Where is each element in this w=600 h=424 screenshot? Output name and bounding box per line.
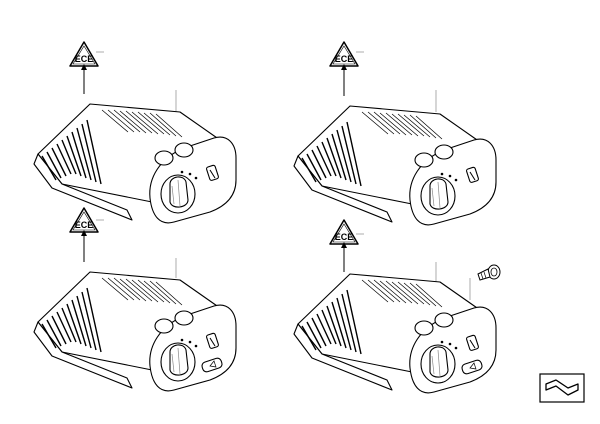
- light-switch: [293, 105, 497, 226]
- light-switch: [33, 103, 237, 224]
- arrow-head: [81, 230, 87, 236]
- arrow-head: [341, 242, 347, 248]
- warning-label: ECE: [75, 54, 94, 64]
- light-switch: [293, 273, 497, 394]
- warning-label: ECE: [335, 54, 354, 64]
- light-switch: [33, 271, 237, 392]
- arrow-head: [81, 64, 87, 70]
- cable-connector-icon: [539, 373, 585, 403]
- warning-triangle-icon: ECE: [69, 41, 99, 67]
- warning-label: ECE: [335, 232, 354, 242]
- push-button: [201, 357, 223, 373]
- push-button: [461, 359, 483, 375]
- warning-triangle-icon: ECE: [329, 219, 359, 245]
- screw-icon: [477, 264, 501, 281]
- switch-variant-br: ECE: [293, 219, 501, 394]
- warning-triangle-icon: ECE: [69, 207, 99, 233]
- switch-variant-tl: ECE: [33, 41, 237, 224]
- switch-variant-tr: ECE: [293, 41, 497, 226]
- arrow-head: [341, 64, 347, 70]
- warning-triangle-icon: ECE: [329, 41, 359, 67]
- warning-label: ECE: [75, 220, 94, 230]
- switch-variant-bl: ECE: [33, 207, 237, 392]
